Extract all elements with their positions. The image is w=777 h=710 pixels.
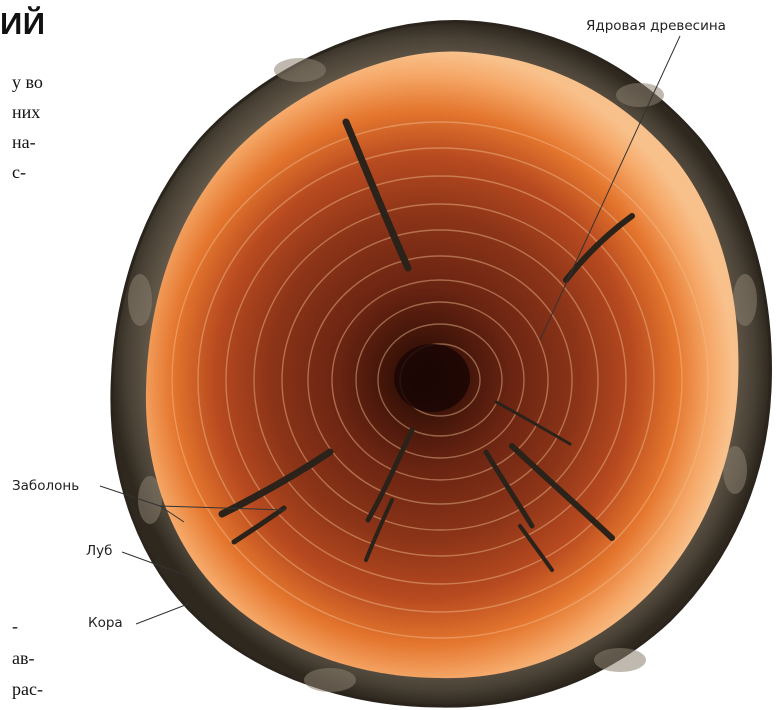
label-bark: Кора [88, 615, 123, 631]
label-phloem: Луб [86, 543, 112, 559]
label-sapwood: Заболонь [12, 478, 79, 494]
label-heartwood: Ядровая древесина [586, 18, 726, 34]
pith-core [394, 344, 470, 412]
